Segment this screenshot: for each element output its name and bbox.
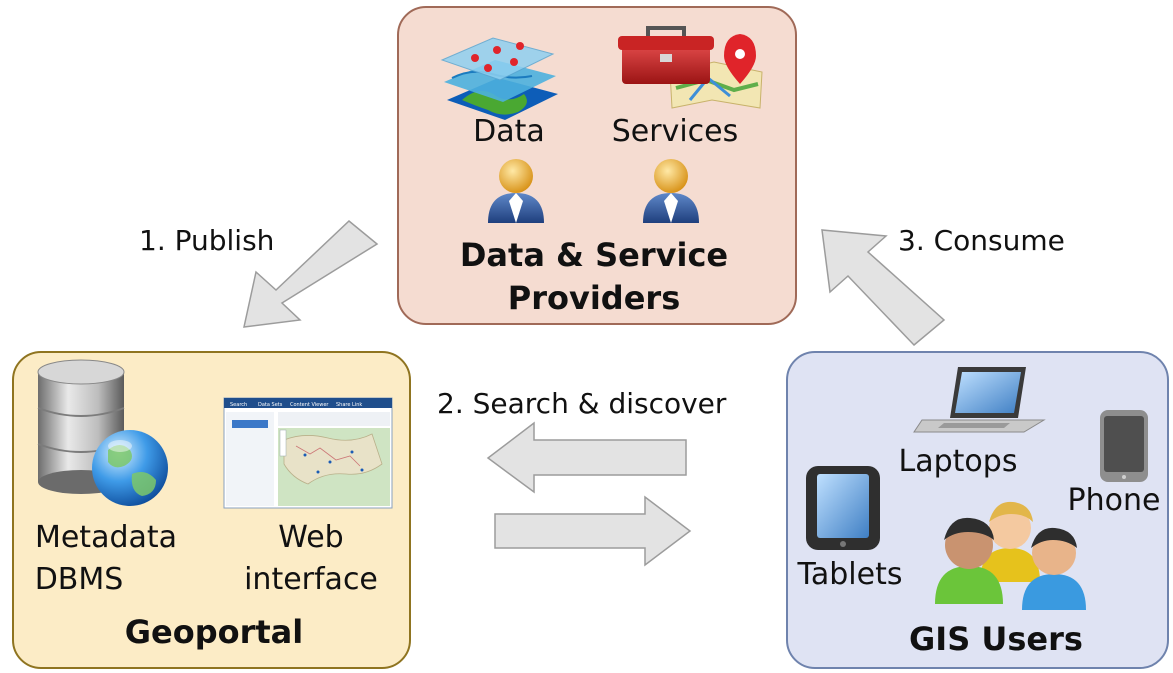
services-label: Services bbox=[612, 114, 739, 149]
geoportal-title: Geoportal bbox=[125, 613, 303, 651]
web-interface-label-line2: interface bbox=[244, 562, 378, 597]
screenshot-tab: Share Link bbox=[336, 402, 362, 408]
screenshot-tab: Content Viewer bbox=[290, 402, 329, 408]
laptop-icon bbox=[913, 367, 1046, 433]
search-discover-label: 2. Search & discover bbox=[437, 387, 727, 420]
provider-person-icon bbox=[488, 159, 544, 223]
search-request-arrow bbox=[486, 421, 687, 494]
phone-label: Phone bbox=[1068, 483, 1161, 518]
tablet-icon bbox=[806, 466, 880, 550]
publish-label: 1. Publish bbox=[139, 224, 274, 257]
tablets-label: Tablets bbox=[797, 557, 903, 592]
web-interface-screenshot: Search Data Sets Content Viewer Share Li… bbox=[223, 397, 393, 509]
data-label: Data bbox=[473, 114, 545, 149]
screenshot-tab: Search bbox=[230, 402, 247, 408]
web-interface-label-line1: Web bbox=[278, 520, 343, 555]
search-result-arrow bbox=[494, 495, 692, 567]
screenshot-tab: Data Sets bbox=[258, 402, 283, 408]
toolbox-map-icon bbox=[618, 26, 763, 109]
globe-icon bbox=[92, 430, 168, 506]
consume-label: 3. Consume bbox=[898, 224, 1065, 257]
providers-title-line2: Providers bbox=[508, 279, 680, 317]
laptops-label: Laptops bbox=[899, 444, 1018, 479]
users-group-icon bbox=[935, 501, 1086, 610]
gis-users-title: GIS Users bbox=[909, 620, 1083, 658]
phone-icon bbox=[1100, 410, 1148, 482]
providers-title-line1: Data & Service bbox=[460, 236, 728, 274]
consume-arrow bbox=[821, 229, 946, 347]
metadata-label-line1: Metadata bbox=[35, 520, 177, 555]
data-layers-icon bbox=[440, 37, 558, 120]
publish-arrow bbox=[243, 220, 379, 328]
provider-person-icon bbox=[643, 159, 699, 223]
metadata-label-line2: DBMS bbox=[35, 562, 124, 597]
